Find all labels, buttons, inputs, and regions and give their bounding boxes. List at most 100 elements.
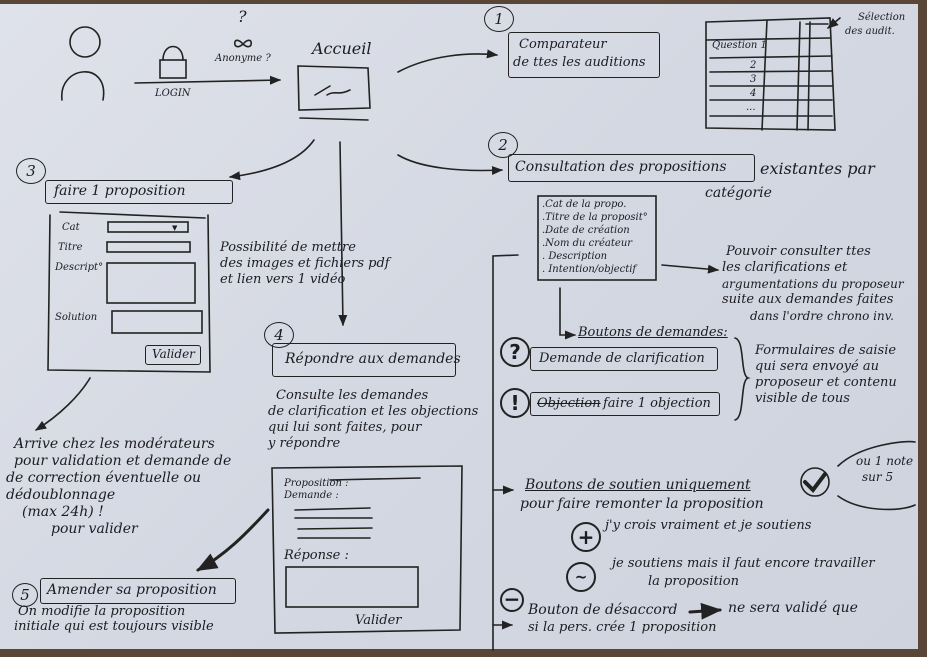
anonymous-question: ?	[238, 7, 247, 26]
consult-note: Pouvoir consulter ttes les clarification…	[722, 244, 904, 324]
proposal-form	[47, 211, 211, 373]
question-icon: ?	[500, 337, 530, 367]
step-5-badge: 5	[12, 583, 38, 607]
consultation-suffix-2: catégorie	[705, 185, 772, 201]
grid-row-2: 2	[750, 60, 757, 71]
login-label: LOGIN	[155, 88, 191, 99]
disagree-label: Bouton de désaccord	[528, 602, 678, 618]
login-arrow	[134, 75, 282, 85]
step-3-badge: 3	[16, 158, 46, 184]
answer-form	[271, 465, 463, 634]
category-select[interactable]: ▼	[172, 224, 178, 232]
note-line: Arrive chez les modérateurs	[14, 436, 215, 452]
note-line: qui lui sont faites, pour	[268, 420, 422, 435]
comparator-line2: de ttes les auditions	[513, 55, 646, 70]
note-line: proposeur et contenu	[755, 375, 897, 390]
grid-row-more: ...	[746, 102, 756, 113]
note-line: visible de tous	[755, 391, 850, 406]
support-strong-text: j'y crois vraiment et je soutiens	[605, 518, 812, 533]
plus-icon[interactable]: +	[571, 522, 601, 552]
amend-desc-2: initiale qui est toujours visible	[14, 619, 214, 634]
note-line: les clarifications et	[722, 260, 848, 275]
note-alt: ou 1 note	[856, 454, 914, 468]
grid-row-3: 3	[750, 74, 757, 85]
moderation-note: Arrive chez les modérateurs pour validat…	[6, 436, 231, 538]
answer-desc: Consulte les demandes de clarification e…	[268, 388, 478, 452]
check-icon[interactable]	[800, 467, 830, 497]
forms-note: Formulaires de saisie qui sera envoyé au…	[755, 343, 897, 407]
support-buttons-label: Boutons de soutien uniquement	[525, 477, 751, 493]
note-line: de correction éventuelle ou	[6, 470, 202, 486]
minus-icon[interactable]: −	[500, 588, 524, 612]
make-proposal-button[interactable]: faire 1 proposition	[45, 180, 233, 204]
reponse-textarea[interactable]	[287, 568, 417, 606]
objection-label: faire 1 objection	[603, 396, 711, 411]
field-item: . Intention/objectif	[542, 264, 637, 275]
field-item: .Date de création	[542, 225, 630, 236]
demande-label: Demande :	[284, 490, 339, 501]
paper-sheet	[0, 4, 918, 649]
selection-note: Sélection	[858, 12, 906, 23]
half-support-icon[interactable]: ~	[566, 562, 596, 592]
amend-desc: On modifie la proposition	[18, 604, 186, 619]
note-line: suite aux demandes faites	[722, 292, 894, 307]
cat-label: Cat	[62, 222, 80, 233]
note-line: dans l'ordre chrono inv.	[750, 309, 894, 323]
step-4-badge: 4	[264, 322, 294, 348]
reponse-label: Réponse :	[284, 548, 349, 563]
user-icon	[61, 26, 105, 101]
attach-note: Possibilité de mettre des images et fich…	[220, 240, 390, 288]
objection-struck: Objection	[537, 396, 601, 411]
note-line: qui sera envoyé au	[755, 359, 879, 374]
consultation-button[interactable]: Consultation des propositions	[508, 154, 755, 182]
comparator-line1: Comparateur	[519, 37, 607, 52]
answer-requests-button[interactable]: Répondre aux demandes	[272, 343, 461, 377]
support-label-2: pour faire remonter la proposition	[520, 496, 764, 512]
demand-buttons-label: Boutons de demandes:	[578, 325, 728, 340]
exclamation-icon: !	[500, 388, 530, 418]
titre-label: Titre	[58, 242, 83, 253]
note-line: pour valider	[51, 521, 138, 537]
disagree-note-2: si la pers. crée 1 proposition	[528, 620, 717, 635]
make-proposal-label: faire 1 proposition	[54, 183, 186, 199]
consultation-label: Consultation des propositions	[515, 159, 727, 175]
note-line: Formulaires de saisie	[755, 343, 897, 358]
solution-label: Solution	[55, 312, 98, 323]
note-line: Pouvoir consulter ttes	[726, 244, 871, 259]
audit-grid	[705, 17, 841, 131]
note-line: des images et fichiers pdf	[220, 256, 390, 271]
field-item: .Cat de la propo.	[542, 199, 627, 210]
support-weak-text-2: la proposition	[648, 574, 739, 589]
consultation-suffix: existantes par	[760, 159, 875, 178]
objection-button[interactable]: Objection faire 1 objection	[530, 392, 720, 416]
note-line: Possibilité de mettre	[220, 240, 356, 255]
answer-submit-button[interactable]: Valider	[355, 613, 402, 628]
proposal-fields-list: .Cat de la propo. .Titre de la proposit°…	[542, 199, 648, 275]
note-line: pour validation et demande de	[14, 453, 232, 469]
description-label: Descript°	[55, 262, 104, 273]
accueil-screen	[297, 65, 371, 121]
note-line: dédoublonnage	[6, 487, 116, 503]
note-line: et lien vers 1 vidéo	[220, 272, 346, 287]
step-1-badge: 1	[484, 6, 514, 32]
note-line: y répondre	[268, 436, 341, 451]
field-item: .Nom du créateur	[542, 238, 633, 249]
lock-icon	[159, 45, 187, 79]
field-item: .Titre de la proposit°	[542, 212, 648, 223]
comparator-button[interactable]: Comparateur de ttes les auditions	[508, 32, 660, 78]
proposal-submit-button[interactable]: Valider	[145, 345, 201, 365]
amend-proposal-button[interactable]: Amender sa proposition	[40, 578, 236, 604]
anonymous-mask-icon	[233, 39, 253, 48]
clarification-button[interactable]: Demande de clarification	[530, 347, 718, 371]
note-alt-2: sur 5	[862, 470, 894, 484]
accueil-label[interactable]: Accueil	[312, 39, 372, 58]
note-line: (max 24h) !	[22, 504, 104, 520]
proposition-label: Proposition :	[284, 478, 349, 489]
note-line: argumentations du proposeur	[722, 277, 904, 291]
selection-note-2: des audit.	[845, 26, 895, 37]
disagree-note: ne sera validé que	[728, 600, 858, 616]
grid-row-4: 4	[750, 88, 757, 99]
submit-label: Valider	[152, 347, 195, 361]
field-item: . Description	[542, 251, 608, 262]
